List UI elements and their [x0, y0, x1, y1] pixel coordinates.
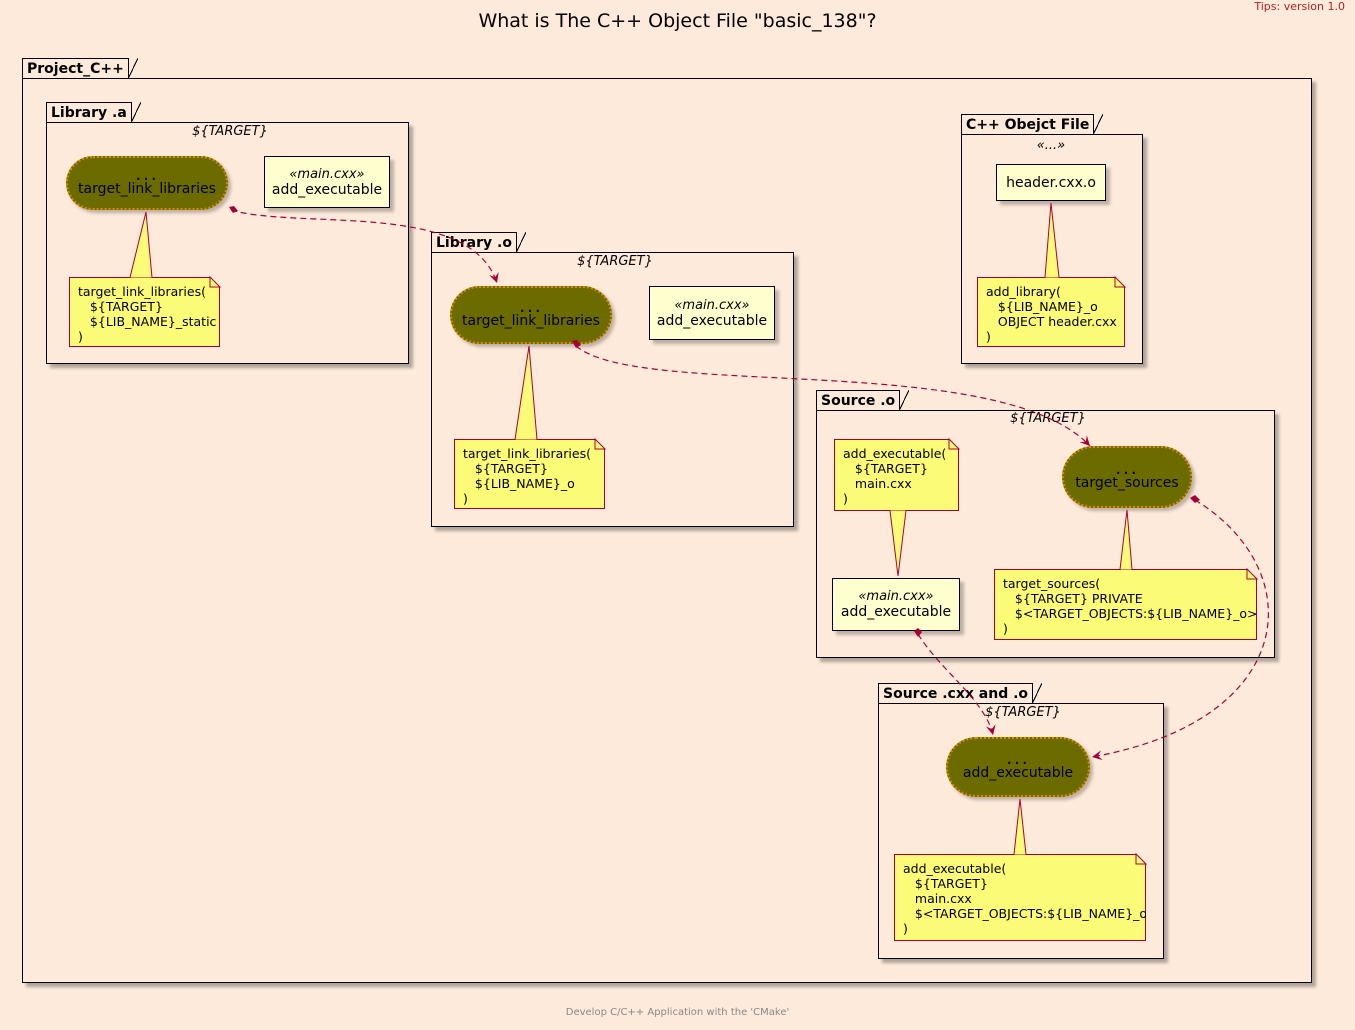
note-target-sources: target_sources( ${TARGET} PRIVATE $<TARG…: [994, 569, 1257, 640]
library-o-stereotype: ${TARGET}: [577, 254, 653, 269]
package-tab-cpp-object-file: C++ Obejct File: [961, 114, 1104, 135]
component-label: header.cxx.o: [1006, 174, 1096, 191]
cloud-library-a: ... target_link_libraries: [66, 156, 228, 210]
source-cxx-o-stereotype: ${TARGET}: [985, 705, 1061, 720]
component-library-o: «main.cxx» add_executable: [649, 286, 775, 340]
component-source-o: «main.cxx» add_executable: [832, 578, 960, 631]
arrow-lib-o-to-source-o: [575, 345, 1091, 447]
arrow-lib-a-to-lib-o: [230, 209, 499, 284]
package-tab-source-cxx-o: Source .cxx and .o: [878, 683, 1043, 704]
arrow-source-o-comp-to-source-cxx: [917, 633, 996, 736]
note-library-a: target_link_libraries( ${TARGET} ${LIB_N…: [69, 277, 220, 347]
note-source-cxx-o: add_executable( ${TARGET} main.cxx $<TAR…: [894, 854, 1146, 941]
cpp-object-file-stereotype: «...»: [1036, 138, 1066, 153]
cloud-label: target_sources: [1075, 475, 1179, 491]
diagram-title: What is The C++ Object File "basic_138"?: [478, 10, 877, 32]
component-label: add_executable: [656, 312, 768, 329]
package-tab-project: Project_C++: [22, 58, 138, 79]
cloud-dots: ...: [519, 296, 543, 317]
component-stereotype: «main.cxx»: [674, 297, 750, 313]
tips-label: Tips: version 1.0: [1254, 0, 1345, 13]
cloud-source-o: ... target_sources: [1062, 446, 1192, 508]
component-stereotype: «main.cxx»: [858, 589, 934, 604]
source-o-stereotype: ${TARGET}: [1010, 411, 1086, 426]
arrow-diamonds: [229, 206, 1200, 637]
library-a-stereotype: ${TARGET}: [192, 124, 268, 139]
note-library-o: target_link_libraries( ${TARGET} ${LIB_N…: [454, 439, 605, 509]
package-tab-source-o: Source .o: [816, 390, 910, 411]
component-header-object: header.cxx.o: [996, 164, 1106, 201]
component-label: add_executable: [271, 181, 383, 198]
footer-caption: Develop C/C++ Application with the 'CMak…: [565, 1007, 790, 1018]
cloud-library-o: ... target_link_libraries: [450, 286, 612, 344]
cloud-dots: ...: [135, 164, 159, 185]
cloud-source-cxx-o: ... add_executable: [946, 737, 1090, 797]
arrow-target-sources-to-add-executable: [1091, 499, 1269, 761]
component-label: add_executable: [840, 604, 952, 620]
component-library-a: «main.cxx» add_executable: [264, 156, 390, 208]
dependency-arrows: [230, 209, 1269, 761]
cloud-label: add_executable: [962, 765, 1074, 781]
note-add-library: add_library( ${LIB_NAME}_o OBJECT header…: [977, 277, 1125, 347]
package-tab-library-o: Library .o: [431, 232, 526, 253]
note-source-o-add-executable: add_executable( ${TARGET} main.cxx ): [834, 439, 959, 511]
component-stereotype: «main.cxx»: [289, 166, 365, 182]
note-connectors: [129, 202, 1133, 855]
cloud-dots: ...: [1006, 748, 1030, 769]
cloud-label: target_link_libraries: [462, 313, 600, 329]
package-tab-library-a: Library .a: [46, 102, 141, 123]
cloud-dots: ...: [1115, 458, 1139, 479]
cloud-label: target_link_libraries: [78, 181, 216, 197]
note-folds: [209, 275, 1259, 865]
